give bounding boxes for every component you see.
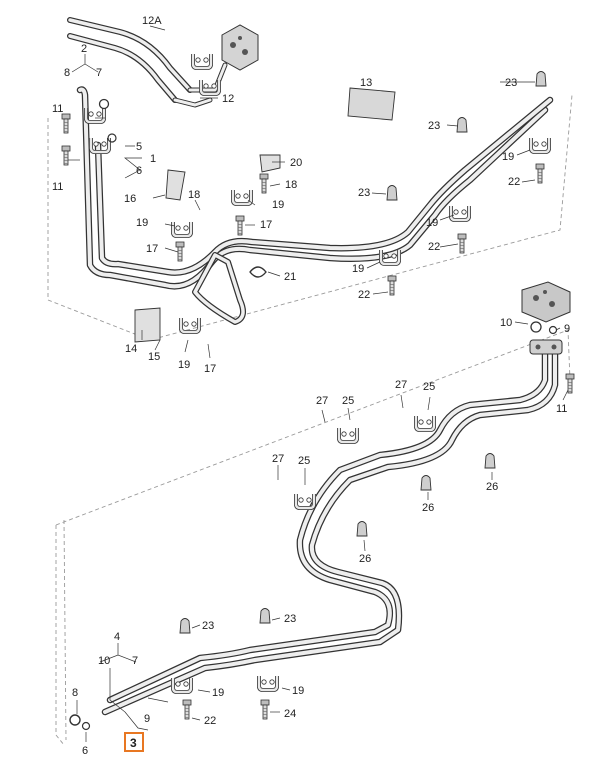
label-19-d: 19 [426,217,438,229]
label-8-lower: 8 [72,687,78,699]
label-22-d: 22 [204,715,216,727]
highlighted-part-3[interactable]: 3 [124,732,144,752]
compressor-block [521,281,571,323]
label-23-a: 23 [505,77,517,89]
label-8-upper: 8 [64,67,70,79]
leader-lines [68,25,569,742]
label-1: 1 [150,153,156,165]
label-27-b: 27 [395,379,407,391]
label-27-a: 27 [316,395,328,407]
label-26-c: 26 [359,553,371,565]
label-22-b: 22 [428,241,440,253]
label-11-a: 11 [52,103,63,115]
label-12: 12 [222,93,234,105]
label-24: 24 [284,708,296,720]
label-17-b: 17 [146,243,158,255]
label-18-b: 18 [188,189,200,201]
label-6-lower: 6 [82,745,88,757]
highlight-label: 3 [130,736,137,750]
callout-labels: 12A 2 8 7 12 11 5 1 6 11 13 23 23 19 22 … [52,15,570,757]
lower-pipe-assembly [101,346,559,716]
label-10-upper: 10 [500,317,512,329]
highlight-box[interactable] [124,732,144,752]
label-23-e: 23 [284,613,296,625]
label-21: 21 [284,271,296,283]
label-18-a: 18 [285,179,297,191]
label-10-lower: 10 [98,655,110,667]
label-19-a: 19 [502,151,514,163]
label-11-b: 11 [52,181,63,193]
label-25-b: 25 [423,381,435,393]
label-17-a: 17 [260,219,272,231]
label-20: 20 [290,157,302,169]
label-17-c: 17 [204,363,216,375]
label-2: 2 [81,43,87,55]
label-13: 13 [360,77,372,89]
label-23-c: 23 [358,187,370,199]
hardware-parts [61,52,575,731]
label-19-c: 19 [136,217,148,229]
label-9-lower: 9 [144,713,150,725]
label-25-c: 25 [298,455,310,467]
label-14: 14 [125,343,137,355]
label-23-b: 23 [428,120,440,132]
section-outlines [47,94,573,746]
label-19-g: 19 [212,687,224,699]
label-15: 15 [148,351,160,363]
label-23-d: 23 [202,620,214,632]
pipe-connector-block [529,339,563,355]
label-22-c: 22 [358,289,370,301]
label-27-c: 27 [272,453,284,465]
label-26-a: 26 [486,481,498,493]
label-4: 4 [114,631,120,643]
label-19-b: 19 [272,199,284,211]
expansion-valve-top [221,24,259,71]
label-7-upper: 7 [96,67,102,79]
label-19-h: 19 [292,685,304,697]
label-22-a: 22 [508,176,520,188]
label-9-upper: 9 [564,323,570,335]
label-7-lower: 7 [132,655,138,667]
upper-pipe-assembly [67,17,554,325]
label-16: 16 [124,193,136,205]
label-5: 5 [136,141,142,153]
label-19-e: 19 [352,263,364,275]
label-11-c: 11 [556,403,567,415]
label-19-f: 19 [178,359,190,371]
label-6-upper: 6 [136,165,142,177]
label-12A: 12A [142,15,162,27]
label-25-a: 25 [342,395,354,407]
label-26-b: 26 [422,502,434,514]
